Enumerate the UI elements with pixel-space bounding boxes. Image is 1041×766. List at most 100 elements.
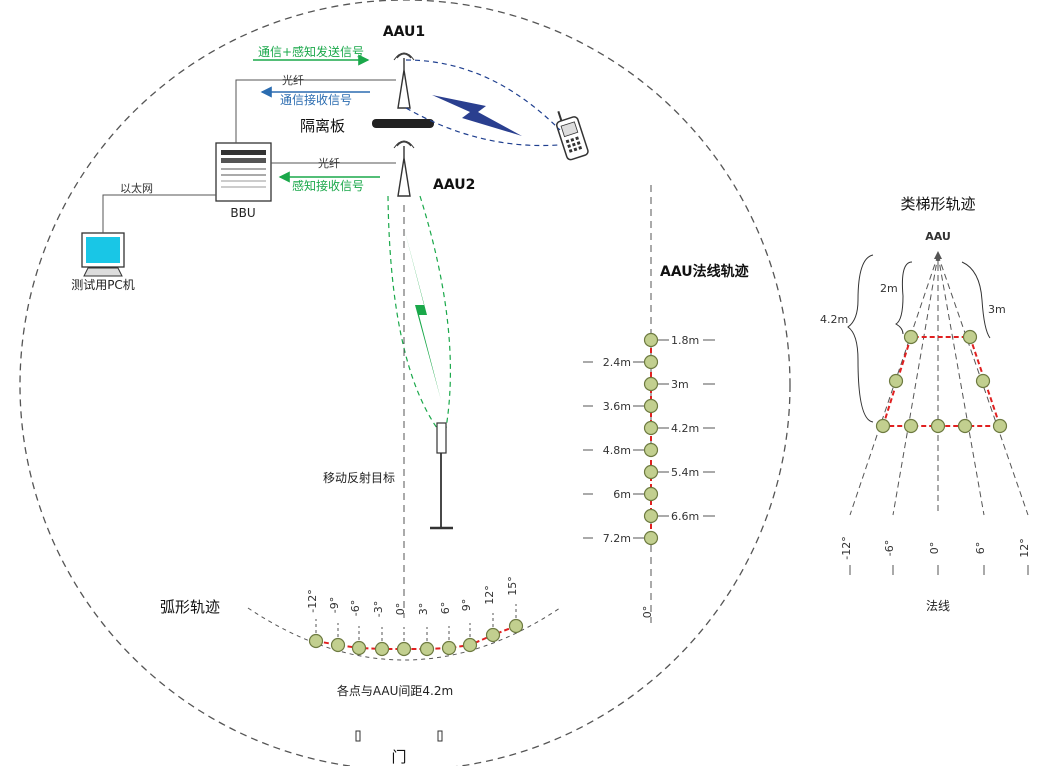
ethernet-line [102,194,216,233]
normal-point [643,332,659,348]
computer-icon [81,232,125,277]
normal-title: AAU法线轨迹 [660,263,749,280]
fiber-label-2: 光纤 [318,156,340,170]
normal-distance-label: 5.4m [671,466,699,479]
trapezoid-aau-label: AAU [925,230,951,243]
bbu-label: BBU [230,206,255,220]
normal-distance-label: 7.2m [603,532,631,545]
trapezoid-ray [849,254,939,516]
trapezoid-3m-label: 3m [988,303,1006,316]
normal-point [643,486,659,502]
normal-distance-label: 4.8m [603,444,631,457]
normal-distance-label: 6.6m [671,510,699,523]
arc-points: -12°-9°-6°-3°0°3°6°9°12°15° [306,576,524,657]
aau2-label: AAU2 [433,177,475,193]
trapezoid-points [875,329,1008,434]
brace-42m [847,254,874,423]
trapezoid-point [975,373,991,389]
trapezoid-2m-label: 2m [880,282,898,295]
arc-distance-label: 各点与AAU间距4.2m [337,683,453,698]
trapezoid-point [888,373,904,389]
normal-point [643,530,659,546]
wireless-link-icon [432,95,522,136]
normal-distance-label: 6m [613,488,631,501]
trapezoid-angle-label: 0° [928,542,941,555]
trapezoid-normal-label: 法线 [926,599,950,613]
arc-angle-label: 9° [460,599,473,612]
normal-distance-label: 2.4m [603,356,631,369]
arc-point [441,640,457,656]
separator-board [372,119,434,128]
trapezoid-ray [892,254,939,516]
trapezoid-angle-label: -6° [883,540,896,556]
server-icon [215,142,272,202]
room-boundary [19,0,791,766]
door: 门 [355,730,443,766]
normal-point [643,376,659,392]
arc-point [330,637,346,653]
arc-angle-label: 6° [439,602,452,615]
trapezoid-point [903,329,919,345]
arc-point [374,641,390,657]
trapezoid-point [903,418,919,434]
trapezoid-ray [937,254,1029,516]
arc-point [419,641,435,657]
normal-distance-label: 3m [671,378,689,391]
normal-point [643,354,659,370]
door-label: 门 [391,748,406,766]
normal-point [643,464,659,480]
trapezoid-point [992,418,1008,434]
aau1-label: AAU1 [383,24,425,40]
normal-distance-label: 4.2m [671,422,699,435]
trapezoid-angle-label: -12° [840,536,853,559]
arc-point [351,640,367,656]
fiber-label-1: 光纤 [282,73,304,87]
normal-point [643,420,659,436]
brace-2m [894,261,913,335]
comm-receive-label: 通信接收信号 [280,92,352,107]
arc-angle-label: 15° [506,576,519,596]
arc-angle-label: 0° [394,603,407,616]
send-signal-label: 通信+感知发送信号 [258,44,364,59]
arc-point [508,618,524,634]
normal-point [643,442,659,458]
sense-beam-left [387,195,438,429]
trapezoid-angle-label: 12° [1018,538,1031,558]
moving-target [430,422,453,530]
pc-label: 测试用PC机 [71,277,135,292]
normal-zero-label: 0° [641,606,654,619]
trapezoid-point [957,418,973,434]
fiber-line-aau1 [235,79,396,143]
arc-angle-label: 3° [417,603,430,616]
trapezoid-ray [937,254,985,516]
arc-angle-label: 12° [483,585,496,605]
beam-comm-down [405,59,561,131]
trapezoid-point [962,329,978,345]
normal-point [643,398,659,414]
trapezoid-42m-label: 4.2m [820,313,848,326]
ethernet-label: 以太网 [120,182,153,195]
trapezoid-point [875,418,891,434]
brace-3m [961,261,991,339]
arc-angle-label: -12° [306,589,319,612]
antenna-icon [393,52,415,109]
trapezoid-angle-label: 6° [974,542,987,555]
arc-red-path [315,625,517,650]
sense-beam-right [419,195,451,429]
arc-angle-label: -9° [328,597,341,613]
arc-point [462,637,478,653]
beam-comm-up [405,107,559,147]
trapezoid-title: 类梯形轨迹 [900,195,975,213]
arc-point [308,633,324,649]
arc-point [485,627,501,643]
trapezoid-rays: -12° -6° 0° 6° 12° [840,254,1031,575]
sensing-link-icon [404,228,441,400]
normal-point [643,508,659,524]
separator-label: 隔离板 [300,117,345,135]
arc-point [396,641,412,657]
antenna-icon [393,140,415,197]
sense-receive-label: 感知接收信号 [292,178,364,193]
normal-distance-label: 1.8m [671,334,699,347]
